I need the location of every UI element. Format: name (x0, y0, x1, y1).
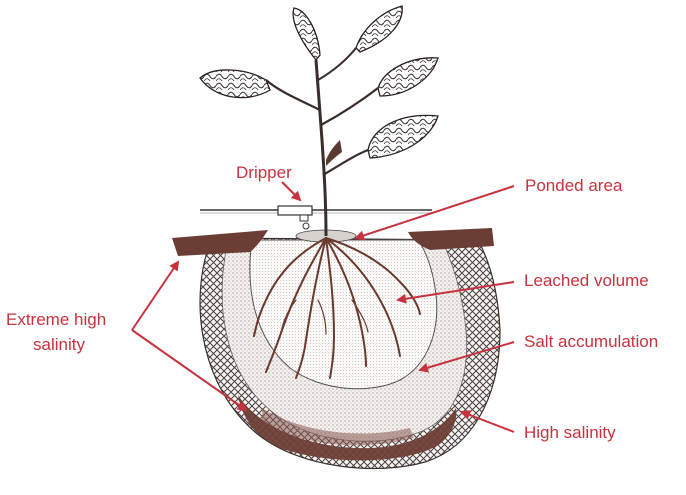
dripper-arrow (282, 182, 300, 200)
extreme-high-salinity-label-line2: salinity (33, 335, 85, 355)
ponded-area-label: Ponded area (525, 176, 622, 196)
dripper-label: Dripper (236, 163, 292, 183)
leached-volume-label: Leached volume (524, 271, 649, 291)
extreme-high-salinity-label-line1: Extreme high (6, 310, 106, 330)
drip-line (200, 206, 432, 229)
salt-accumulation-label: Salt accumulation (524, 332, 658, 352)
extreme-salinity-arrow-top (132, 262, 178, 330)
high-salinity-label: High salinity (524, 423, 616, 443)
